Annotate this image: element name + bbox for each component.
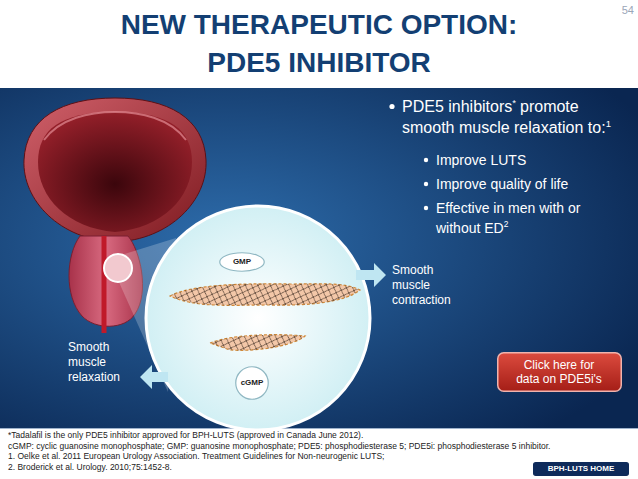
zoom-circle bbox=[146, 206, 370, 430]
footnote: cGMP: cyclic guanosine monophosphate; GM… bbox=[8, 441, 623, 452]
label-box: 2. Broderick et al. Urology. 2010;75:145… bbox=[8, 462, 508, 473]
node-shape bbox=[497, 353, 621, 392]
muscle-hatching bbox=[210, 335, 305, 351]
node-shape bbox=[534, 463, 629, 476]
bullet-text: PDE5 inhibitors bbox=[402, 98, 512, 115]
muscle-hatching bbox=[170, 284, 360, 306]
label-box: *Tadalafil is the only PDE5 inhibitor ap… bbox=[8, 430, 623, 441]
sub-bullet-text: Effective in men with or without ED bbox=[436, 200, 580, 236]
label-box: Smooth muscle relaxation bbox=[68, 340, 134, 385]
muscle-fiber bbox=[170, 284, 360, 306]
sub-bullet-text: Improve quality of life bbox=[436, 174, 621, 194]
bullet bbox=[389, 104, 394, 109]
bladder-rim bbox=[44, 112, 186, 140]
link-button: Click here for data on PDE5i's bbox=[497, 352, 622, 392]
footnote: 1. Oelke et al. 2011 European Urology As… bbox=[8, 451, 623, 462]
bullet bbox=[424, 158, 428, 162]
label-box: 54 bbox=[604, 3, 634, 17]
bullet-block: PDE5 inhibitors*promote smooth muscle re… bbox=[402, 96, 627, 138]
bullet bbox=[424, 182, 428, 186]
home-button: BPH-LUTS HOME bbox=[533, 462, 629, 476]
molecule-label-text: GMP bbox=[233, 257, 251, 267]
bladder-wall bbox=[24, 98, 206, 242]
panel-edge bbox=[0, 428, 638, 429]
sub-bullet-text: Improve LUTS bbox=[436, 150, 621, 170]
process-label: Smooth muscle relaxation bbox=[68, 340, 134, 385]
footnote: 2. Broderick et al. Urology. 2010;75:145… bbox=[8, 462, 508, 473]
link-button-text: Click here for data on PDE5i's bbox=[513, 358, 605, 386]
label-box: Smooth muscle contraction bbox=[392, 263, 458, 308]
molecule-label: cGMP bbox=[235, 366, 269, 400]
process-label: Smooth muscle contraction bbox=[392, 263, 458, 308]
label-box: 1. Oelke et al. 2011 European Urology As… bbox=[8, 451, 623, 462]
label-box: cGMP: cyclic guanosine monophosphate; GM… bbox=[8, 441, 623, 452]
slide-title: NEW THERAPEUTIC OPTION: PDE5 INHIBITOR bbox=[109, 6, 529, 82]
node-shape bbox=[236, 367, 269, 400]
footnote-mark: * bbox=[512, 97, 516, 108]
molecule-label: GMP bbox=[219, 252, 265, 272]
label-box: Improve LUTS bbox=[436, 150, 621, 170]
bullet bbox=[424, 206, 428, 210]
arrow-left bbox=[140, 365, 168, 389]
zoom-spot bbox=[104, 254, 132, 282]
title-box: NEW THERAPEUTIC OPTION: PDE5 INHIBITOR bbox=[109, 6, 529, 82]
bladder-lumen bbox=[38, 112, 192, 232]
reference-number: 1 bbox=[606, 118, 611, 129]
muscle-fiber bbox=[210, 335, 305, 351]
urethra bbox=[102, 236, 107, 333]
bullet-block: Effective in men with or without ED2 bbox=[436, 198, 621, 238]
reference-number: 2 bbox=[504, 219, 509, 229]
label-box: Improve quality of life bbox=[436, 174, 621, 194]
node-shape bbox=[220, 253, 265, 272]
footnote: *Tadalafil is the only PDE5 inhibitor ap… bbox=[8, 430, 623, 441]
slide-number: 54 bbox=[604, 3, 634, 17]
arrow-right bbox=[356, 263, 386, 287]
molecule-label-text: cGMP bbox=[241, 378, 264, 388]
home-button-text: BPH-LUTS HOME bbox=[548, 464, 615, 474]
